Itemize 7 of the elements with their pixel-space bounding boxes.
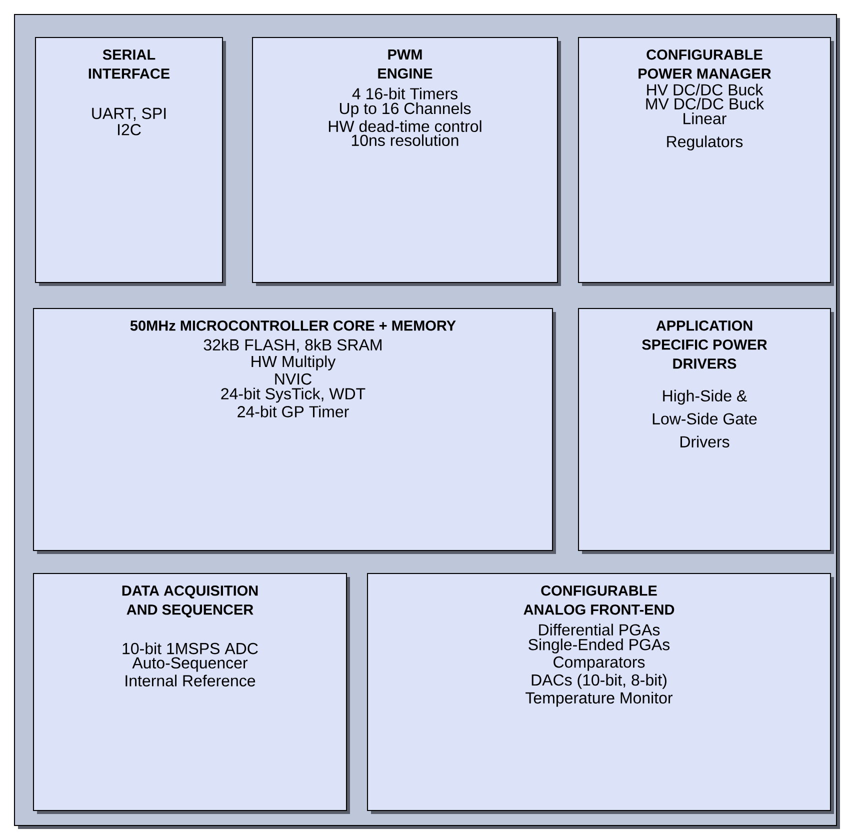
block-box: PWM ENGINE 4 16-bit Timers Up to 16 Channels HW dead-time control 10ns resolution bbox=[252, 37, 561, 286]
block-box: CONFIGURABLE POWER MANAGER HV DC/DC Buck MV DC/DC Buck Linear Regulators bbox=[578, 37, 834, 286]
block-box: CONFIGURABLE ANALOG FRONT-END Differential PGAs Single-Ended PGAs Comparators DACs (10-bit, 8-bit) Temperature Monitor bbox=[367, 573, 834, 814]
block-box: SERIAL INTERFACE UART, SPI I2C bbox=[35, 37, 226, 286]
block-box: APPLICATION SPECIFIC POWER DRIVERS High-Side & Low-Side Gate Drivers bbox=[578, 308, 834, 554]
block-box: DATA ACQUISITION AND SEQUENCER 10-bit 1MSPS ADC Auto-Sequencer Internal Reference bbox=[33, 573, 350, 814]
block-box: 50MHz MICROCONTROLLER CORE + MEMORY 32kB FLASH, 8kB SRAM HW Multiply NVIC 24-bit SysTick, WDT 24-bit GP Timer bbox=[33, 308, 556, 554]
